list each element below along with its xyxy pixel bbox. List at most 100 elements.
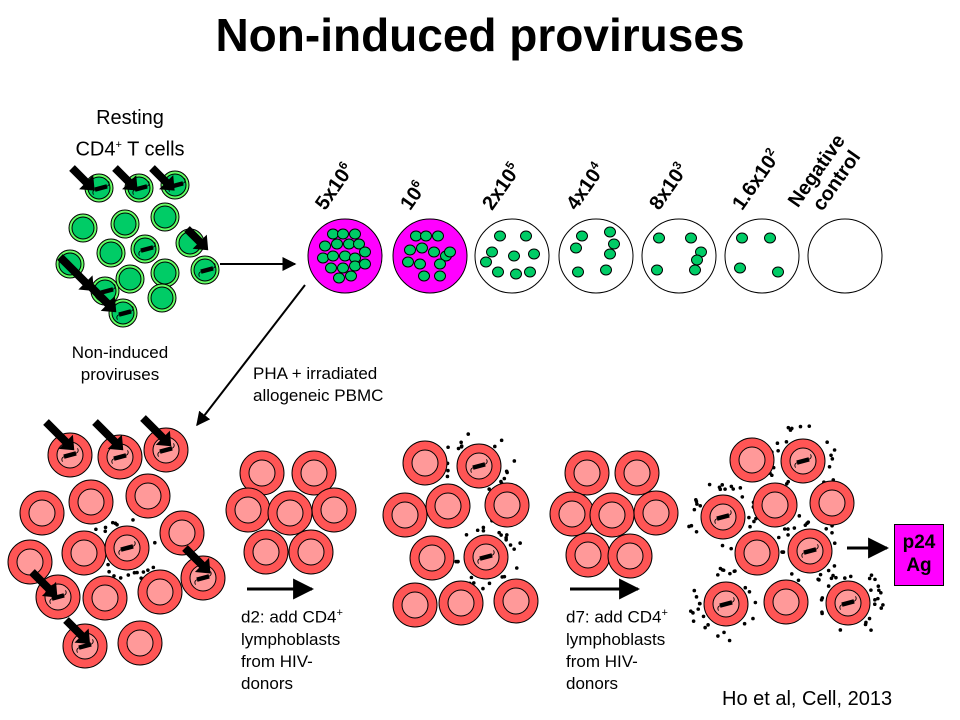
- well-cell: [528, 248, 540, 260]
- provirus-bar: [796, 457, 810, 465]
- virion-dot: [720, 543, 725, 548]
- cell-nucleus: [761, 491, 789, 519]
- virion-dot: [695, 502, 699, 506]
- virion-dot: [691, 619, 696, 623]
- cell-nucleus: [558, 500, 586, 528]
- cell-nucleus: [418, 544, 446, 572]
- provirus-ltr: [61, 448, 79, 462]
- well-cell: [414, 258, 426, 270]
- virion-cloud: [819, 573, 885, 632]
- dilution-well: [724, 218, 800, 294]
- blast-cell: [402, 440, 448, 486]
- provirus-ltr: [470, 459, 488, 473]
- infected-resting-cell: [190, 255, 220, 285]
- virion-dot: [753, 600, 758, 605]
- cell-nucleus: [28, 499, 56, 527]
- virion-dot: [786, 425, 791, 430]
- virion-dot: [141, 570, 146, 574]
- provirus-icon: [477, 550, 495, 564]
- infected-blast-cell: [463, 534, 509, 580]
- provirus-icon: [714, 510, 732, 524]
- virion-dot: [464, 532, 469, 537]
- provirus-ltr: [49, 590, 67, 604]
- well-cell: [319, 240, 331, 252]
- virion-dot: [776, 448, 780, 453]
- provirus-ltr: [477, 550, 495, 564]
- virion-dot: [872, 602, 877, 607]
- well-cell: [492, 266, 504, 278]
- virion-dot: [135, 570, 139, 575]
- cell-nucleus: [252, 538, 280, 566]
- pointer-arrow-shape: [149, 165, 175, 191]
- well-cell: [486, 246, 498, 258]
- p24-line1: p24: [902, 532, 936, 553]
- well-cell: [327, 250, 339, 262]
- provirus-bar: [100, 287, 114, 295]
- virion-dot: [112, 574, 116, 578]
- well-cell: [317, 252, 329, 264]
- virion-dot: [786, 533, 790, 537]
- virion-dot: [518, 541, 522, 545]
- virion-dot: [698, 503, 703, 508]
- well-cell: [333, 272, 345, 284]
- well-cell: [337, 262, 349, 274]
- virion-dot: [747, 515, 751, 520]
- provirus-bar: [63, 451, 77, 459]
- virion-dot: [869, 588, 873, 592]
- pointer-arrow-icon: [29, 569, 58, 598]
- culture-arrow: [196, 284, 306, 427]
- blast-cell: [438, 580, 484, 626]
- blast-cell: [589, 492, 635, 538]
- pointer-arrow-icon: [149, 165, 175, 191]
- virion-dot: [487, 487, 491, 491]
- well-cell: [772, 266, 784, 278]
- provirus-bar: [113, 453, 127, 461]
- resting-cell: [110, 209, 140, 239]
- virion-dot: [784, 440, 789, 444]
- provirus-bar: [716, 513, 730, 521]
- virion-dot: [493, 444, 497, 449]
- virion-dot: [722, 630, 726, 635]
- provirus-bar: [803, 547, 817, 555]
- virion-dot: [834, 575, 838, 580]
- virion-dot: [798, 424, 803, 429]
- virion-dot: [832, 448, 837, 452]
- virion-cloud: [688, 566, 758, 643]
- well-cell: [689, 264, 701, 276]
- virion-dot: [718, 566, 723, 571]
- d7-sup: +: [661, 607, 668, 619]
- dilution-well: [558, 218, 634, 294]
- virion-dot: [825, 440, 829, 445]
- resting-label-line1: Resting: [96, 107, 164, 129]
- virion-dot: [742, 621, 747, 626]
- well-circle: [558, 218, 634, 294]
- virion-dot: [776, 535, 781, 540]
- virion-dot: [728, 571, 732, 576]
- pha-label: PHA + irradiated allogeneic PBMC: [253, 363, 383, 407]
- d2-sup: +: [336, 607, 343, 619]
- d2-step-label: d2: add CD4+ lymphoblasts from HIV- dono…: [241, 602, 343, 695]
- virion-dot: [869, 573, 874, 577]
- d7-line3: from HIV-: [566, 651, 638, 671]
- resting-label-sup: +: [115, 139, 122, 151]
- virion-dot: [118, 576, 123, 580]
- well-cell: [764, 232, 776, 244]
- virion-dot: [446, 468, 450, 473]
- blast-cell: [565, 532, 611, 578]
- provirus-bar: [140, 245, 154, 253]
- blast-cell: [763, 579, 809, 625]
- cell-nucleus: [574, 541, 602, 569]
- p24-line2: Ag: [906, 555, 932, 576]
- well-cell: [494, 230, 506, 242]
- pointer-arrow-shape: [112, 165, 138, 191]
- virion-dot: [732, 569, 737, 574]
- blast-cell: [382, 492, 428, 538]
- well-cell: [434, 258, 446, 270]
- virion-dot: [446, 445, 450, 450]
- virion-dot: [738, 486, 743, 490]
- virion-dot: [877, 588, 881, 593]
- resting-cell: [96, 238, 126, 268]
- well-cell: [339, 250, 351, 262]
- virion-dot: [107, 569, 111, 574]
- virion-dot: [103, 525, 108, 530]
